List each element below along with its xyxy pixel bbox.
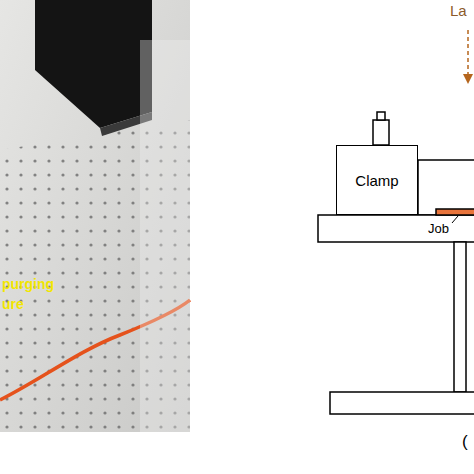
photo-label: ure (2, 296, 24, 312)
photo (0, 0, 190, 432)
box-label: Clamp (355, 172, 398, 189)
laser-label: La (450, 2, 467, 19)
panel-letter: ( (462, 432, 468, 452)
part-label: Job (428, 221, 449, 236)
schematic (318, 30, 474, 414)
photo-label: purging (2, 276, 54, 292)
clamp-box: Clamp (336, 145, 418, 215)
